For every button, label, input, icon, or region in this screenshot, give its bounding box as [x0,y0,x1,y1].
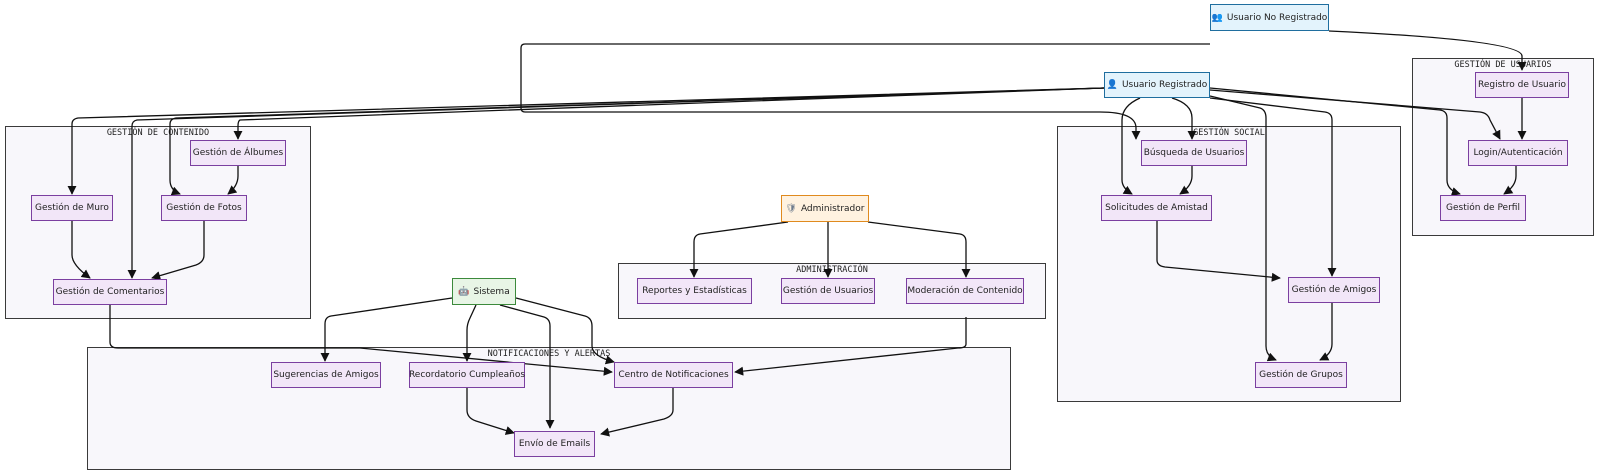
node-label: Sugerencias de Amigos [273,370,379,380]
node-label: Gestión de Amigos [1291,285,1377,295]
cluster-title-social: GESTIÓN SOCIAL [1193,128,1265,138]
node-label: Recordatorio Cumpleaños [408,370,526,380]
node-label: Gestión de Usuarios [782,286,874,296]
edge-comentarios-to-centro [109,305,613,376]
node-gestion-perfil[interactable]: Gestión de Perfil [1440,195,1526,221]
users-icon: 👥 [1211,12,1223,23]
edge-reg-to-comentarios [127,87,1105,279]
node-label: Usuario Registrado [1121,80,1208,90]
node-gestion-amigos[interactable]: Gestión de Amigos [1288,277,1380,303]
node-envio-emails[interactable]: Envío de Emails [514,431,595,457]
node-label: Moderación de Contenido [907,286,1023,296]
node-label: Login/Autenticación [1473,148,1563,158]
edge-sistema-to-sugerencias [320,297,453,362]
edge-reg-to-amigos [1209,97,1337,277]
node-reportes-estadisticas[interactable]: Reportes y Estadísticas [637,278,752,304]
edge-reg-to-login [1209,89,1501,140]
node-label: Sistema [473,286,510,297]
node-label: Centro de Notificaciones [618,370,729,380]
node-label: Gestión de Comentarios [55,287,165,297]
node-centro-notificaciones[interactable]: Centro de Notificaciones [614,362,733,388]
node-gestion-usuarios-admin[interactable]: Gestión de Usuarios [781,278,875,304]
node-gestion-muro[interactable]: Gestión de Muro [31,195,113,221]
node-gestion-albumes[interactable]: Gestión de Álbumes [190,140,286,166]
node-administrador[interactable]: 🛡 Administrador [781,195,869,222]
node-label: Gestión de Grupos [1259,370,1343,380]
node-label: Búsqueda de Usuarios [1143,148,1245,158]
node-label: Gestión de Álbumes [192,148,284,158]
node-moderacion-contenido[interactable]: Moderación de Contenido [906,278,1024,304]
node-registro-usuario[interactable]: Registro de Usuario [1475,72,1569,98]
node-label: Administrador [800,203,865,214]
node-label: Gestión de Perfil [1446,203,1520,213]
node-label: Usuario No Registrado [1226,12,1328,23]
node-gestion-comentarios[interactable]: Gestión de Comentarios [53,279,167,305]
edge-amigos-to-grupos [1319,303,1333,361]
edge-noreg-to-busqueda [520,43,1210,140]
edge-moderacion-to-centro [734,317,967,376]
edge-sistema-to-recordatorio [462,304,477,362]
edge-reg-to-albumes [233,87,1105,140]
node-label: Envío de Emails [518,439,591,449]
node-label: Reportes y Estadísticas [642,286,747,296]
cluster-title-usuarios: GESTIÓN DE USUARIOS [1454,60,1552,70]
edge-noreg-to-registro [1328,30,1527,71]
node-gestion-grupos[interactable]: Gestión de Grupos [1255,362,1347,388]
edge-albumes-to-fotos [227,166,239,195]
node-recordatorio-cumpleanos[interactable]: Recordatorio Cumpleaños [409,362,525,388]
edge-reg-to-grupos [1209,95,1277,362]
node-gestion-fotos[interactable]: Gestión de Fotos [161,195,247,221]
edge-solicitudes-to-amigos [1156,221,1281,282]
robot-icon: 🤖 [458,286,470,297]
edge-reg-to-solicitudes [1121,97,1141,195]
node-solicitudes-amistad[interactable]: Solicitudes de Amistad [1101,195,1212,221]
edge-fotos-to-comentarios [151,221,205,281]
node-sugerencias-amigos[interactable]: Sugerencias de Amigos [271,362,381,388]
node-label: Gestión de Fotos [166,203,242,213]
node-usuario-registrado[interactable]: 👤 Usuario Registrado [1104,72,1210,98]
node-usuario-no-registrado[interactable]: 👥 Usuario No Registrado [1210,4,1329,31]
edge-reg-to-muro [67,87,1105,195]
edge-muro-to-comentarios [71,221,91,279]
node-sistema[interactable]: 🤖 Sistema [452,278,516,305]
node-busqueda-usuarios[interactable]: Búsqueda de Usuarios [1141,140,1247,166]
edge-admin-to-reportes [689,221,789,278]
node-login-autenticacion[interactable]: Login/Autenticación [1468,140,1568,166]
node-label: Solicitudes de Amistad [1105,203,1208,213]
edge-recordatorio-to-envio [466,388,515,435]
shield-icon: 🛡 [785,203,797,214]
edge-login-to-perfil [1503,166,1517,195]
edge-admin-to-moderacion [867,221,971,278]
edge-sistema-to-centro [515,297,615,365]
user-icon: 👤 [1106,80,1118,90]
edge-reg-to-perfil [1209,87,1461,196]
cluster-title-notificaciones: NOTIFICACIONES Y ALERTAS [487,349,611,359]
edge-centro-to-envio [600,388,674,437]
cluster-title-contenido: GESTIÓN DE CONTENIDO [106,128,210,138]
edge-reg-to-busqueda [1171,97,1197,140]
node-label: Gestión de Muro [35,203,109,213]
edge-sistema-to-envio [499,304,555,429]
node-label: Registro de Usuario [1477,80,1566,90]
cluster-gestion-social: GESTIÓN SOCIAL [1057,126,1401,402]
edge-busqueda-to-solicitudes [1179,166,1193,195]
